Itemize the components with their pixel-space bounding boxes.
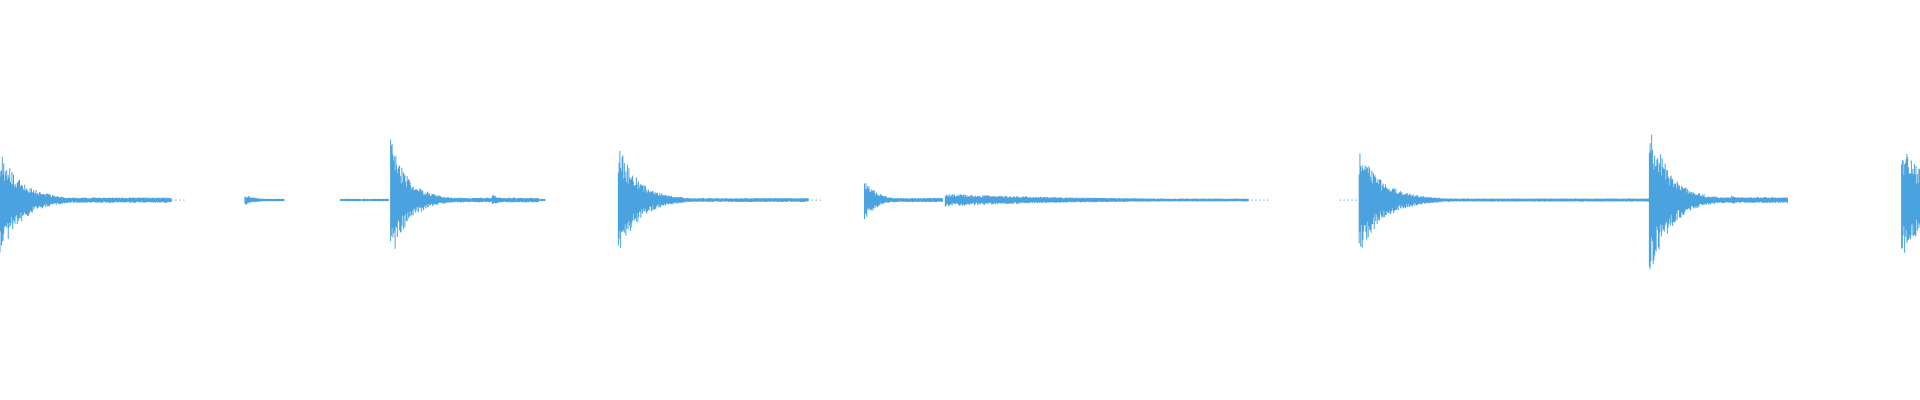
waveform-segment [511, 198, 546, 202]
waveform-segment [1730, 195, 1752, 204]
waveform-segment [944, 194, 1249, 207]
waveform-segment [171, 199, 185, 201]
waveform-segment [1251, 199, 1269, 201]
waveform-segment [244, 196, 285, 205]
waveform-segment [863, 183, 943, 220]
waveform-segment [0, 156, 172, 253]
waveform-segment [1339, 199, 1357, 201]
waveform-segment [1358, 153, 1653, 248]
waveform-segment [1648, 134, 1788, 270]
waveform-segment [1901, 153, 1920, 253]
waveform-segment [783, 199, 821, 201]
waveform-segment [390, 139, 539, 249]
waveform-segment [617, 150, 809, 249]
waveform-segment [491, 194, 513, 204]
waveform-segment [339, 198, 389, 202]
